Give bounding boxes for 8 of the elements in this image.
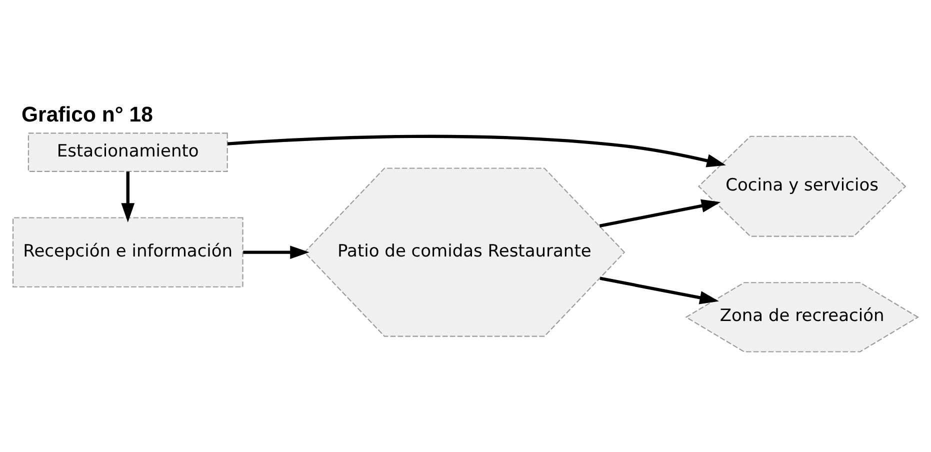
arrow xyxy=(600,276,719,304)
arrow xyxy=(243,245,310,258)
diagram-title: Grafico n° 18 xyxy=(22,102,153,126)
node-box: Recepción e información xyxy=(12,216,244,287)
arrow xyxy=(121,171,135,222)
arrow xyxy=(227,134,726,167)
node-box: Estacionamiento xyxy=(28,132,228,172)
arrow xyxy=(599,198,721,228)
